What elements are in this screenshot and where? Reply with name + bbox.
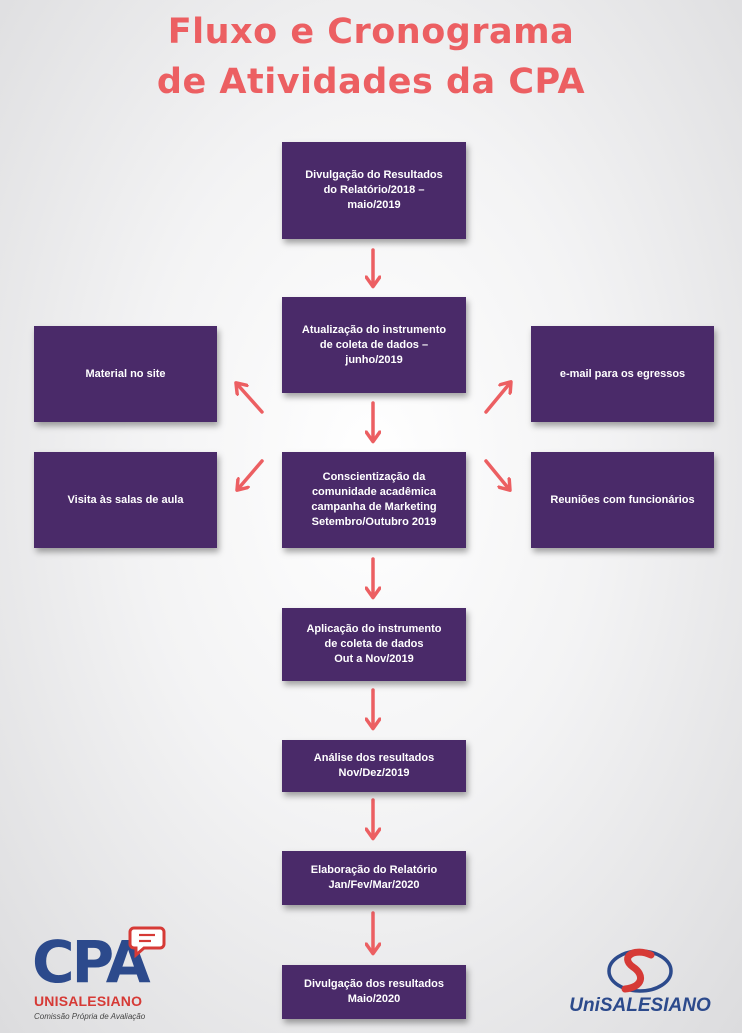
box-aplicacao-instrumento: Aplicação do instrumento de coleta de da… — [282, 608, 466, 681]
box-label: Conscientização da comunidade acadêmica … — [311, 471, 437, 528]
box-label: Análise dos resultados Nov/Dez/2019 — [313, 752, 435, 779]
box-label: Visita às salas de aula — [67, 493, 184, 506]
page-title-line-2: de Atividades da CPA — [156, 62, 586, 102]
box-material-site: Material no site — [34, 326, 217, 422]
box-label: Elaboração do Relatório Jan/Fev/Mar/2020 — [310, 864, 438, 891]
cpa-logo-org: UNISALESIANO — [34, 993, 143, 1009]
box-atualizacao-instrumento: Atualização do instrumento de coleta de … — [282, 297, 466, 393]
arrow-to-email-egressos — [484, 383, 510, 414]
box-elaboracao-relatorio: Elaboração do Relatório Jan/Fev/Mar/2020 — [282, 851, 466, 905]
speech-bubble-icon — [128, 926, 166, 958]
box-label: Atualização do instrumento de coleta de … — [301, 323, 447, 366]
unisalesiano-emblem-icon — [607, 948, 673, 993]
box-divulgacao-resultados: Divulgação dos resultados Maio/2020 — [282, 965, 466, 1019]
page-title-line-1: Fluxo e Cronograma — [167, 12, 575, 52]
box-reunioes-funcionarios: Reuniões com funcionários — [531, 452, 714, 548]
box-label: Aplicação do instrumento de coleta de da… — [306, 623, 442, 665]
arrow-to-reunioes — [484, 459, 509, 489]
arrow-to-visita-salas — [238, 459, 264, 489]
box-analise-resultados: Análise dos resultados Nov/Dez/2019 — [282, 740, 466, 792]
box-conscientizacao: Conscientização da comunidade acadêmica … — [282, 452, 466, 548]
box-label: Divulgação dos resultados Maio/2020 — [304, 978, 444, 1005]
box-email-egressos: e-mail para os egressos — [531, 326, 714, 422]
box-label: Divulgação do Resultados do Relatório/20… — [305, 169, 443, 211]
box-label: Reuniões com funcionários — [550, 493, 695, 506]
box-divulgacao-relatorio: Divulgação do Resultados do Relatório/20… — [282, 142, 466, 239]
cpa-logo: CPA UNISALESIANO Comissão Própria de Ava… — [32, 926, 172, 1025]
box-label: e-mail para os egressos — [559, 367, 686, 380]
unisalesiano-wordmark: UniSALESIANO — [569, 995, 711, 1016]
cpa-logo-tagline: Comissão Própria de Avaliação — [34, 1012, 146, 1021]
unisalesiano-logo: UniSALESIANO — [555, 945, 725, 1025]
arrow-to-material-site — [237, 384, 264, 414]
box-label: Material no site — [85, 367, 166, 380]
box-visita-salas: Visita às salas de aula — [34, 452, 217, 548]
